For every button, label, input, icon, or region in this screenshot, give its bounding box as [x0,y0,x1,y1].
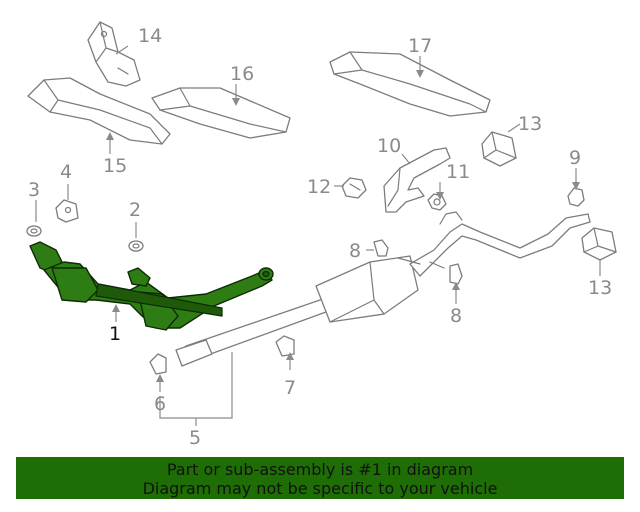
callout-13-upper: 13 [518,113,542,135]
callout-6: 6 [154,393,166,415]
callout-8-upper: 8 [349,240,361,262]
callout-16: 16 [230,63,254,85]
part-3-gasket[interactable] [26,225,42,237]
part-13-hanger-lower[interactable] [581,227,617,261]
callout-7: 7 [284,377,296,399]
banner-line-1: Part or sub-assembly is #1 in diagram [166,460,474,479]
callout-5: 5 [189,427,201,449]
banner-line-2: Diagram may not be specific to your vehi… [142,479,498,498]
part-14-shield[interactable] [87,21,141,87]
callout-2: 2 [129,199,141,221]
part-13-hanger-upper[interactable] [481,131,517,167]
exhaust-system-diagram: 1 2 3 4 5 6 7 8 8 9 10 11 12 13 13 14 15… [26,21,617,449]
callout-4: 4 [60,161,72,183]
part-2-gasket[interactable] [128,240,144,252]
callout-13-lower: 13 [588,277,612,299]
part-1-catalytic-converter[interactable] [29,241,274,331]
part-11-isolator[interactable] [427,193,447,211]
part-16-shield[interactable] [151,87,291,139]
part-10-bracket[interactable] [383,147,451,213]
callout-17: 17 [408,35,432,57]
callout-labels: 1 2 3 4 5 6 7 8 8 9 10 11 12 13 13 14 15… [28,25,612,449]
callout-14: 14 [138,25,162,47]
part-5-pipe-muffler[interactable] [175,211,591,367]
part-6-clamp[interactable] [149,353,167,375]
callout-11: 11 [446,161,470,183]
leader-lines [35,45,601,426]
part-12-clip[interactable] [341,177,367,199]
callout-1: 1 [109,323,121,345]
callout-12: 12 [307,176,331,198]
callout-9: 9 [569,147,581,169]
part-17-shield[interactable] [329,51,491,117]
part-8-hanger-lower[interactable] [449,263,463,285]
part-4-bracket[interactable] [55,199,79,223]
callout-10: 10 [377,135,401,157]
part-8-hanger-upper[interactable] [373,239,389,257]
part-15-shield[interactable] [27,77,171,145]
callout-8-lower: 8 [450,305,462,327]
part-7-hanger[interactable] [275,335,295,357]
part-info-banner: Part or sub-assembly is #1 in diagram Di… [16,457,624,499]
callout-3: 3 [28,179,40,201]
part-9-isolator[interactable] [567,187,585,207]
callout-15: 15 [103,155,127,177]
